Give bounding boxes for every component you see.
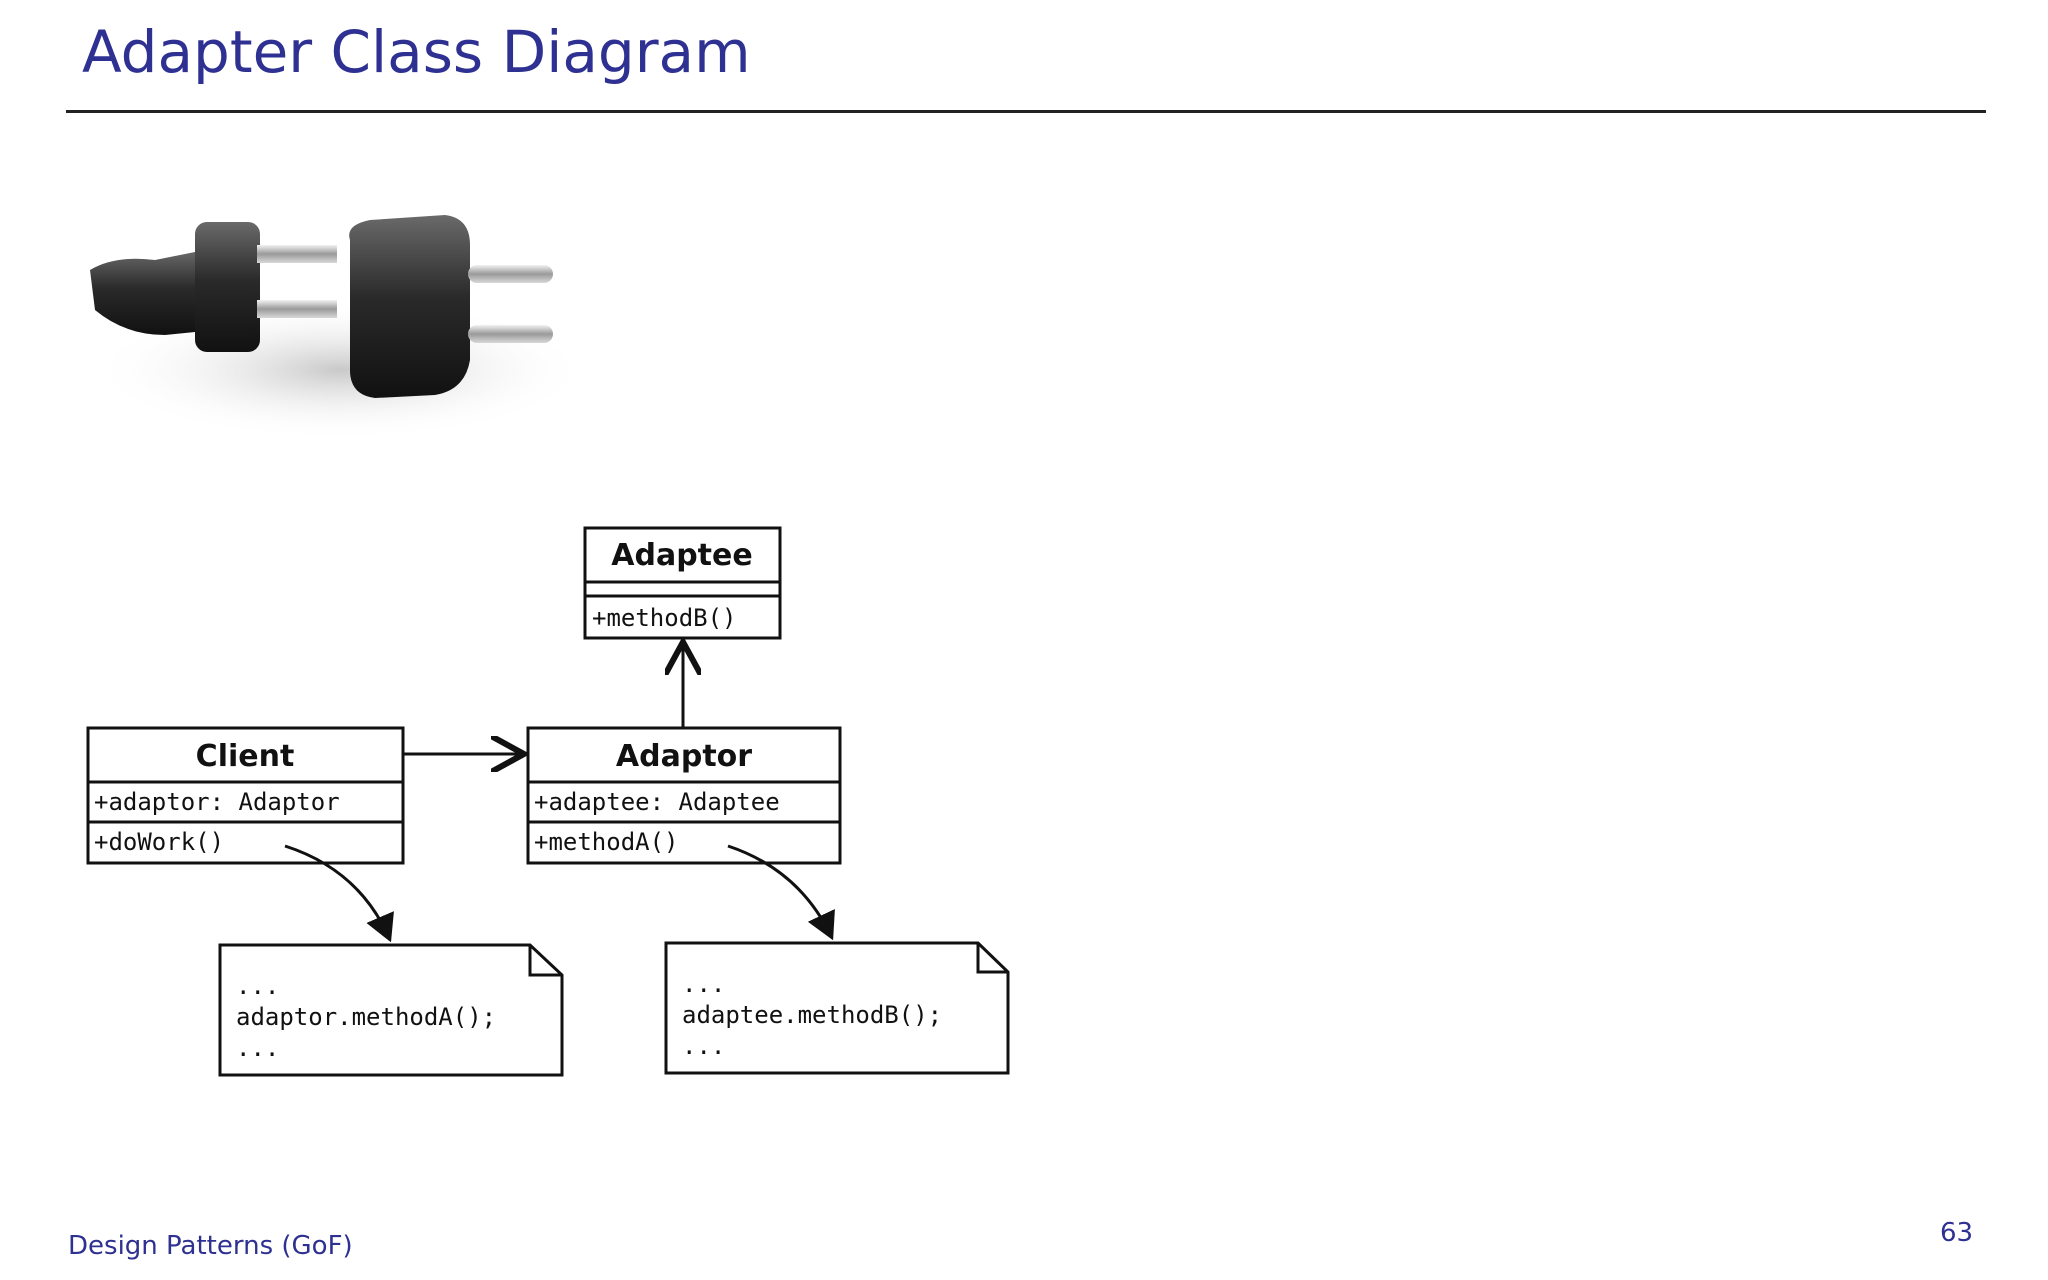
client-class-name: Client	[196, 739, 295, 774]
adaptor-note: ... adaptee.methodB(); ...	[664, 941, 1010, 1075]
client-method: +doWork()	[94, 828, 224, 856]
adaptor-method: +methodA()	[534, 828, 679, 856]
slide-title: Adapter Class Diagram	[82, 18, 751, 86]
client-note-line-1: ...	[236, 972, 279, 1000]
client-note-connector	[284, 844, 394, 943]
adaptor-note-line-2: adaptee.methodB();	[682, 1001, 942, 1029]
two-plugs-icon	[90, 215, 590, 440]
title-divider	[66, 110, 1986, 113]
client-note-line-3: ...	[236, 1034, 279, 1062]
client-attribute: +adaptor: Adaptor	[94, 788, 340, 816]
adaptee-class-name: Adaptee	[611, 538, 752, 573]
uml-class-diagram: Adaptee +methodB() Client +adaptor: Adap…	[86, 526, 1010, 1077]
client-note-line-2: adaptor.methodA();	[236, 1003, 496, 1031]
footer-course-title: Design Patterns (GoF)	[68, 1231, 353, 1261]
adaptee-method: +methodB()	[592, 604, 737, 632]
adaptor-class: Adaptor +adaptee: Adaptee +methodA()	[526, 726, 842, 865]
page-number: 63	[1940, 1218, 1974, 1248]
adaptor-note-line-3: ...	[682, 1032, 725, 1060]
client-note: ... adaptor.methodA(); ...	[218, 943, 564, 1077]
client-class: Client +adaptor: Adaptor +doWork()	[86, 726, 405, 865]
adaptee-class: Adaptee +methodB()	[583, 526, 782, 640]
adaptor-note-line-1: ...	[682, 970, 725, 998]
adaptor-attribute: +adaptee: Adaptee	[534, 788, 780, 816]
adaptor-note-connector	[727, 844, 835, 941]
adaptor-class-name: Adaptor	[616, 739, 752, 774]
